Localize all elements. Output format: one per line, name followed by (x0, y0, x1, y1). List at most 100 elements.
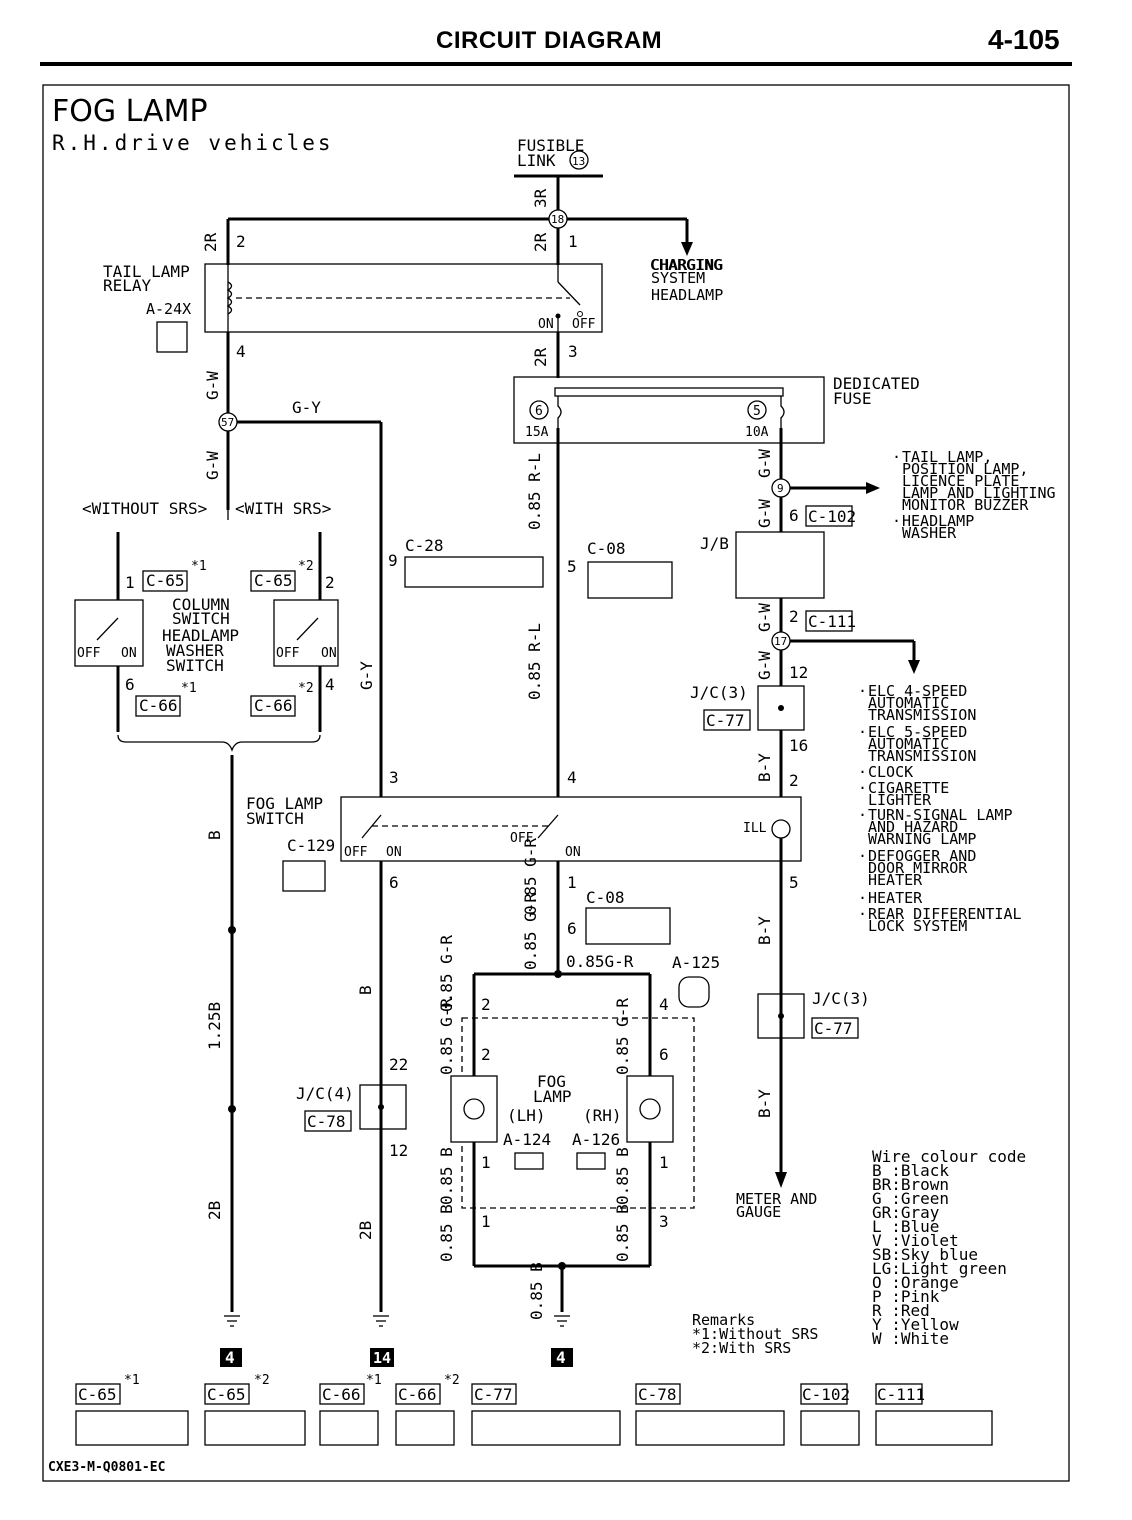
svg-text:L :Blue: L :Blue (872, 1217, 939, 1236)
svg-text:·: · (858, 806, 867, 824)
svg-text:LICENCE PLATE: LICENCE PLATE (902, 472, 1019, 490)
ground-no-right: 4 (556, 1348, 566, 1367)
wire-3r: 3R (531, 188, 550, 208)
fog-lamp-switch (340, 796, 802, 862)
pin-c28-9: 9 (388, 551, 398, 570)
doc-code: CXE3-M-Q0801-EC (48, 1460, 165, 1475)
svg-text:DEFOGGER AND: DEFOGGER AND (868, 847, 976, 865)
bottom-connector-c66-2: C-66 *2 (395, 1373, 460, 1446)
ground-no-left: 4 (225, 1348, 235, 1367)
svg-text:C-102: C-102 (802, 1385, 850, 1404)
conn-c65-a: C-65 (146, 571, 185, 590)
without-srs: <WITHOUT SRS> (82, 499, 207, 518)
svg-text:AND HAZARD: AND HAZARD (868, 818, 958, 836)
fs-ill: ILL (743, 821, 767, 836)
dedicated-fuse-label-2: FUSE (833, 389, 872, 408)
svg-text:*2: *2 (444, 1373, 460, 1388)
conn-c77-bottom: C-77 (814, 1019, 853, 1038)
svg-text:CLOCK: CLOCK (868, 763, 913, 781)
bottom-connector-c102: C-102 (800, 1383, 860, 1446)
mark-2b: *2 (298, 681, 314, 696)
fusible-link-no (569, 150, 589, 170)
diagram-subtitle: R.H.drive vehicles (52, 131, 334, 155)
diagram-title: FOG LAMP (52, 94, 208, 129)
svg-text:C-66: C-66 (322, 1385, 361, 1404)
notes-elc: · ELC 4-SPEED AUTOMATIC TRANSMISSION · E… (858, 682, 1022, 935)
wire-by-1: B-Y (755, 916, 774, 945)
fog-lamp-dash (461, 1017, 695, 1209)
arrow-elc (908, 660, 920, 674)
bottom-connector-c111: C-111 (875, 1383, 993, 1446)
section-title: CIRCUIT DIAGRAM (436, 27, 663, 54)
svg-text:LAMP AND LIGHTING: LAMP AND LIGHTING (902, 484, 1056, 502)
fog-lamp-label-2: LAMP (533, 1087, 572, 1106)
svg-text:LOCK SYSTEM: LOCK SYSTEM (868, 917, 967, 935)
svg-text:C-66: C-66 (398, 1385, 437, 1404)
svg-text:DOOR MIRROR: DOOR MIRROR (868, 859, 968, 877)
relay-label-2: RELAY (103, 276, 152, 295)
bottom-connector-c77: C-77 (471, 1383, 621, 1446)
fog-lamp-lh (450, 1075, 498, 1143)
fog-lamp-lh-label: (LH) (507, 1106, 546, 1125)
svg-text:·: · (858, 847, 867, 865)
ill-lamp (771, 819, 791, 839)
wire-2r-low: 2R (531, 347, 550, 367)
bottom-connector-c65-1: C-65 *1 (75, 1373, 189, 1446)
column-switch-left (74, 599, 144, 667)
conn-c66-b: C-66 (254, 696, 293, 715)
svg-text:·: · (892, 448, 901, 466)
svg-text:MONITOR BUZZER: MONITOR BUZZER (902, 496, 1029, 514)
remarks-2: *2:With SRS (692, 1339, 791, 1357)
svg-text:WASHER: WASHER (902, 524, 957, 542)
wire-b-ground: 0.85 B (527, 1262, 546, 1320)
ground-right (551, 1315, 573, 1367)
svg-text:R :Red: R :Red (872, 1301, 930, 1320)
splice-17-no: 17 (774, 635, 787, 648)
svg-text:TURN-SIGNAL LAMP: TURN-SIGNAL LAMP (868, 806, 1013, 824)
pin-jc4-12: 12 (389, 1141, 408, 1160)
pin-lh-1b: 1 (481, 1212, 491, 1231)
dedicated-fuse-box (513, 376, 825, 444)
fog-lamp-lh-bulb (463, 1098, 485, 1120)
meter-gauge-label-2: GAUGE (736, 1203, 781, 1221)
pin-fs-6: 6 (389, 873, 399, 892)
pin-jc4-22: 22 (389, 1055, 408, 1074)
column-switch-label-2: SWITCH (172, 609, 230, 628)
cs-right-off: OFF (276, 646, 300, 661)
pin-cs-2: 2 (325, 573, 335, 592)
svg-text:C-78: C-78 (638, 1385, 677, 1404)
wire-gr-lh: 0.85 G-R (437, 998, 456, 1075)
note-charging: CHARGING (650, 256, 722, 274)
wire-gr-2: 0.85 G-R (521, 893, 540, 970)
ground-mid (370, 1315, 394, 1367)
wire-2r-left: 2R (201, 232, 220, 252)
pin-a125-2: 2 (481, 995, 491, 1014)
pin-c08-6: 6 (567, 919, 577, 938)
svg-text:Y :Yellow: Y :Yellow (872, 1315, 959, 1334)
svg-text:B :Black: B :Black (872, 1161, 949, 1180)
wire-gr-lh-top: 0.85 G-R (437, 935, 456, 1012)
remarks-1: *1:Without SRS (692, 1325, 818, 1343)
svg-text:TAIL LAMP,: TAIL LAMP, (902, 448, 992, 466)
svg-text:·: · (858, 905, 867, 923)
conn-c78: C-78 (307, 1112, 346, 1131)
fog-lamp-rh-bulb (639, 1098, 661, 1120)
note-charging-1: CHARGING (651, 256, 723, 274)
wire-gy: G-Y (357, 661, 376, 690)
svg-text:POSITION LAMP,: POSITION LAMP, (902, 460, 1028, 478)
tail-lamp-relay (204, 263, 603, 333)
conn-c28-icon (404, 556, 544, 588)
fuse-6-amp: 15A (525, 425, 549, 440)
pin-rh-2: 6 (659, 1045, 669, 1064)
splice-57-no: 57 (221, 416, 234, 429)
svg-text:·: · (858, 763, 867, 781)
fusible-link-number: 13 (572, 155, 585, 168)
wire-rl-1: 0.85 R-L (525, 453, 544, 530)
svg-text:LIGHTER: LIGHTER (868, 791, 932, 809)
svg-text:V :Violet: V :Violet (872, 1231, 959, 1250)
relay-connector-icon (156, 321, 188, 353)
conn-c08-mid: C-08 (586, 888, 625, 907)
conn-c65-b: C-65 (254, 571, 293, 590)
wire-gw-6: G-W (755, 651, 774, 680)
